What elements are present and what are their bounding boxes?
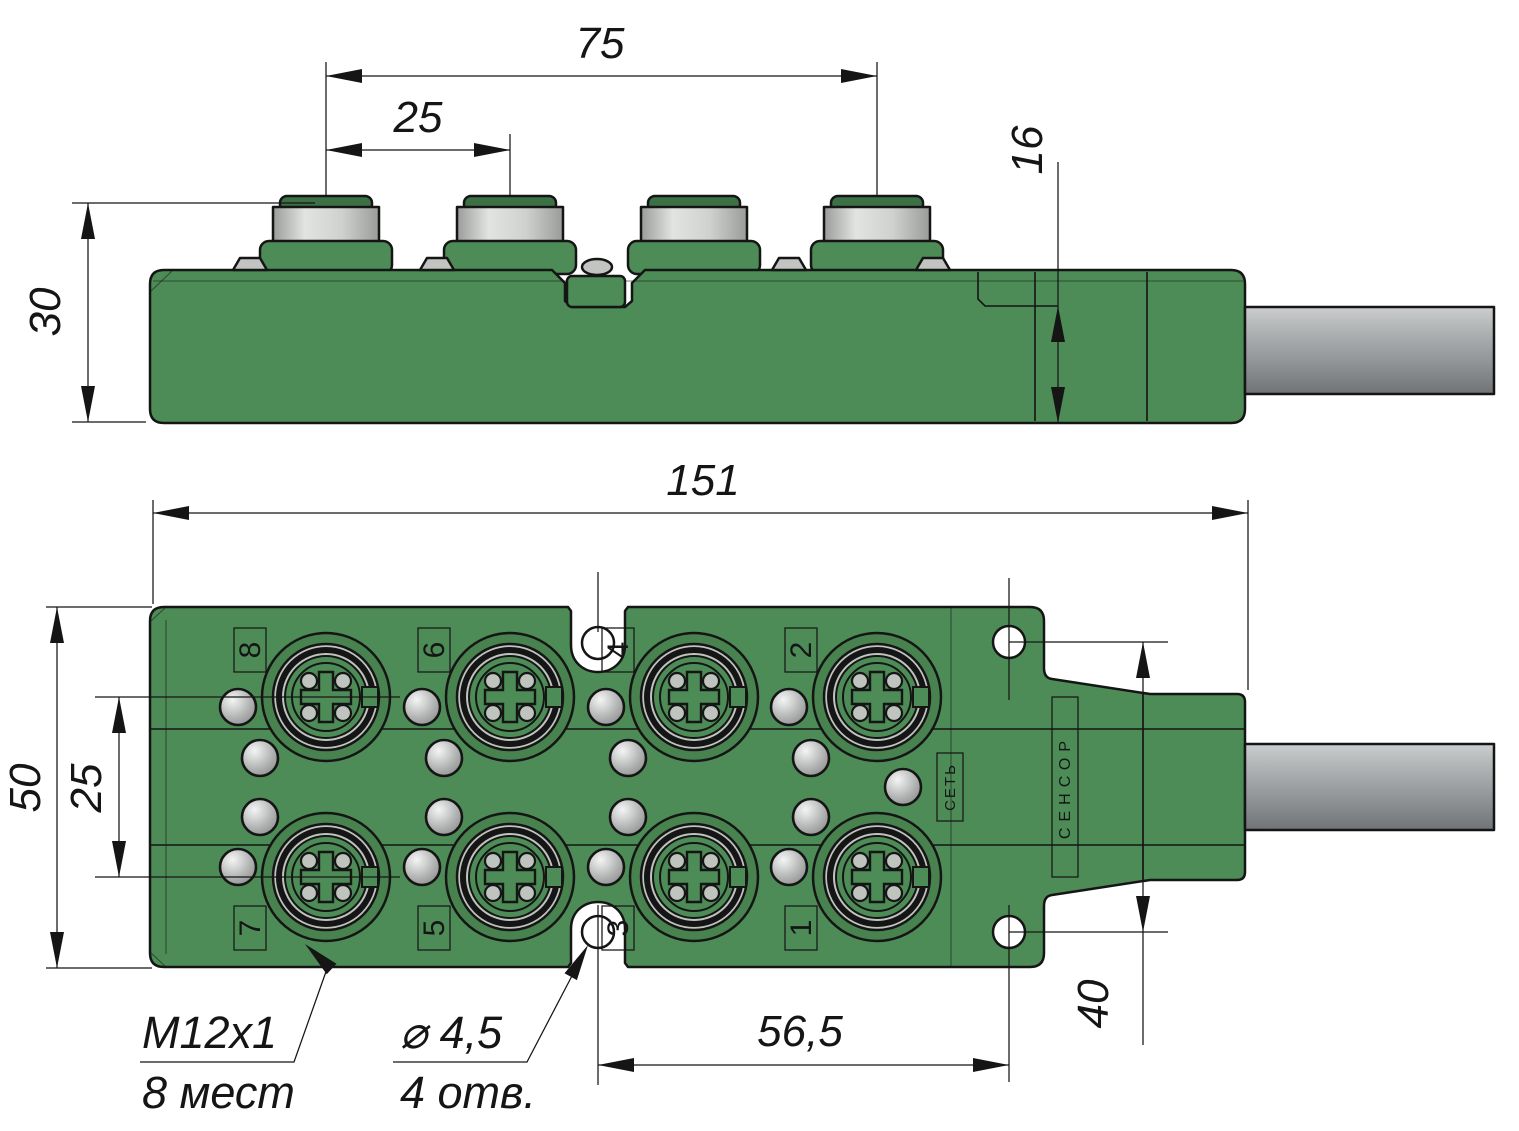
connector-port-6 xyxy=(446,633,574,761)
connector-port-4 xyxy=(630,633,758,761)
dimension-hole-spacing: 40 xyxy=(1069,642,1150,1045)
dimension-height: 30 xyxy=(21,202,315,423)
dimension-span: 75 xyxy=(325,19,878,196)
port-label: 3 xyxy=(602,920,635,937)
port-label: 2 xyxy=(785,642,818,659)
dimension-hole-offset: 56,5 xyxy=(598,1007,1009,1072)
led-indicator xyxy=(769,847,809,887)
port-label: 4 xyxy=(602,642,635,659)
network-label: СЕТЬ xyxy=(936,752,964,822)
port-labels: 8 6 4 2 7 5 3 1 xyxy=(233,627,818,951)
thread-count: 8 мест xyxy=(142,1067,295,1118)
notch-boss xyxy=(565,274,627,309)
dim-span-value: 75 xyxy=(576,19,625,68)
hex-nut xyxy=(418,256,456,272)
top-connector-1 xyxy=(258,194,394,276)
top-view: 75 25 30 16 xyxy=(21,19,1496,425)
led-indicator xyxy=(402,847,442,887)
led-indicator xyxy=(791,797,831,837)
dim-step-value: 16 xyxy=(1003,125,1052,174)
dim-length-value: 151 xyxy=(666,456,739,505)
sensor-label: СЕНСОР xyxy=(1051,696,1079,878)
dim-height-value: 30 xyxy=(21,287,70,336)
callout-thread: M12x1 8 мест xyxy=(140,944,337,1118)
dimension-pitch: 25 xyxy=(326,93,511,196)
dimension-width: 50 xyxy=(1,606,152,969)
top-connector-2 xyxy=(442,194,578,276)
led-indicator xyxy=(218,847,258,887)
notch-dome xyxy=(580,257,614,277)
hole-diameter: ⌀ 4,5 xyxy=(400,1007,503,1058)
bottom-view: 8 6 4 2 7 5 3 1 СЕТЬ СЕНСОР xyxy=(1,456,1496,1118)
hex-nut xyxy=(914,256,952,272)
connector-port-5 xyxy=(446,813,574,941)
led-indicator xyxy=(424,797,464,837)
dimension-row-spacing: 25 xyxy=(62,697,126,877)
dim-holes-h-value: 56,5 xyxy=(757,1007,843,1056)
thread-size: M12x1 xyxy=(142,1007,277,1058)
connector-port-2 xyxy=(813,633,941,761)
led-indicator xyxy=(240,797,280,837)
port-label: 7 xyxy=(234,920,267,937)
svg-text:СЕТЬ: СЕТЬ xyxy=(942,763,959,811)
callout-hole: ⌀ 4,5 4 отв. xyxy=(393,945,588,1118)
cable xyxy=(1243,742,1496,832)
dim-holes-v-value: 40 xyxy=(1069,979,1118,1028)
dim-width-value: 50 xyxy=(1,763,50,812)
led-indicator xyxy=(586,687,626,727)
connector-port-3 xyxy=(630,813,758,941)
led-indicator xyxy=(791,738,831,778)
led-indicator xyxy=(608,738,648,778)
led-indicator xyxy=(769,687,809,727)
port-label: 1 xyxy=(785,920,818,937)
led-indicator-network xyxy=(883,767,923,807)
cable xyxy=(1243,305,1496,396)
led-indicator xyxy=(240,738,280,778)
led-indicator xyxy=(402,687,442,727)
dim-rows-value: 25 xyxy=(62,763,111,813)
led-indicator xyxy=(586,847,626,887)
port-label: 5 xyxy=(418,920,451,937)
svg-text:СЕНСОР: СЕНСОР xyxy=(1057,735,1074,839)
hole-count: 4 отв. xyxy=(400,1067,536,1118)
led-indicator xyxy=(424,738,464,778)
led-indicator xyxy=(218,687,258,727)
top-body xyxy=(148,268,1247,425)
port-label: 8 xyxy=(234,642,267,659)
dimension-step: 16 xyxy=(1003,125,1065,423)
connector-port-1 xyxy=(813,813,941,941)
hex-nut xyxy=(231,256,269,272)
led-indicator xyxy=(608,797,648,837)
dimension-length: 151 xyxy=(152,456,1249,690)
port-label: 6 xyxy=(418,642,451,659)
hex-nut xyxy=(770,256,808,272)
dim-pitch-value: 25 xyxy=(393,93,443,142)
top-connector-3 xyxy=(626,194,762,276)
